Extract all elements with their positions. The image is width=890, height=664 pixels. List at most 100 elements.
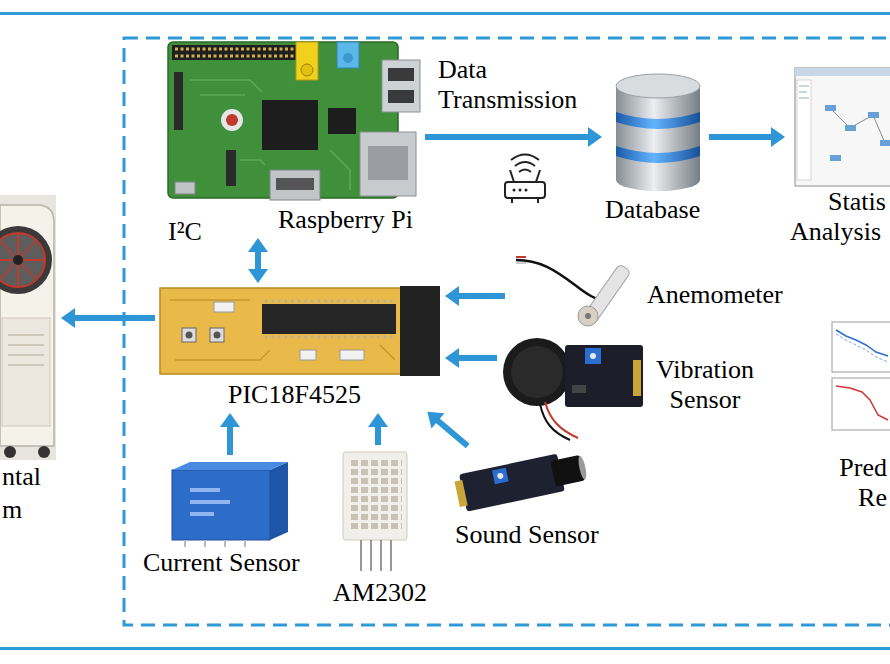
analysis-software-screenshot: [799, 86, 809, 87]
prediction-chart: [832, 322, 890, 430]
router-icon: [519, 189, 522, 192]
arrow-head: [61, 308, 75, 328]
component-caption: ntal: [2, 462, 41, 492]
current-sensor: [204, 540, 206, 547]
router-icon: [519, 170, 531, 173]
analysis-software-screenshot: [868, 112, 879, 118]
analysis-software-screenshot: [845, 125, 856, 131]
component-caption: Analysis: [790, 217, 881, 247]
pic-board: [265, 300, 394, 303]
vibration-sensor: Vibration Sensor: [500, 334, 765, 442]
pic-board: [214, 302, 234, 312]
arrow-connector: [61, 308, 155, 328]
vibration-sensor: [585, 348, 601, 364]
raspberry-pi-board: [168, 42, 420, 200]
current-sensor: [172, 462, 288, 470]
database-cylinder: [616, 74, 700, 98]
anemometer: Anemometer: [508, 252, 783, 332]
sound-sensor: [453, 449, 589, 513]
sound-sensor: [577, 455, 588, 480]
arrow-head: [220, 413, 240, 427]
pic-board: PIC18F4525: [158, 286, 442, 410]
frame-lines: [0, 12, 890, 650]
arrow-head: [368, 413, 388, 427]
sound-sensor: [459, 454, 565, 512]
raspberry-pi-board: [368, 146, 408, 180]
router-icon: [536, 170, 540, 182]
arrow-connector: [248, 238, 268, 283]
current-sensor: [172, 470, 270, 540]
current-sensor: [244, 540, 246, 547]
vibration-sensor: [540, 404, 570, 440]
component-caption: Current Sensor: [143, 548, 300, 578]
am2302-sensor: [360, 540, 362, 571]
experimental-system-photo: [8, 334, 44, 336]
analysis-software-screenshot: [880, 140, 890, 146]
current-sensor: [184, 540, 186, 547]
raspberry-pi-board: [360, 132, 416, 196]
arrow-connector: [445, 348, 497, 368]
arrow-shaft: [709, 134, 772, 140]
vibration-sensor: [633, 360, 641, 396]
raspberry-pi-board: [172, 45, 300, 60]
experimental-system-photo: [4, 446, 16, 458]
vibration-sensor: [503, 338, 571, 406]
experimental-system-photo: [38, 446, 50, 458]
arrow-head: [445, 286, 459, 306]
sound-sensor: Sound Sensor: [452, 448, 599, 550]
raspberry-pi-board: [270, 170, 320, 200]
arrow-head: [427, 412, 444, 429]
component-caption: Database: [605, 195, 700, 225]
router-icon: [505, 182, 545, 198]
raspberry-pi-board: [221, 109, 243, 131]
arrow-head: [445, 348, 459, 368]
raspberry-pi-board: [388, 90, 414, 103]
pic-board: [186, 332, 193, 339]
analysis-software-screenshot: [830, 155, 841, 161]
component-caption: Raspberry Pi: [278, 205, 413, 235]
am2302-sensor: [370, 540, 372, 571]
component-caption: Sound Sensor: [455, 520, 599, 550]
arrow-head: [248, 269, 268, 283]
arrow-shaft: [74, 315, 155, 321]
experimental-system-photo: [8, 354, 44, 356]
am2302-sensor: [390, 540, 392, 571]
sound-sensor: [454, 480, 467, 507]
router-icon: [515, 162, 535, 166]
prediction-chart: [836, 330, 888, 356]
database-cylinder: [616, 74, 700, 191]
pic-board: [300, 350, 316, 360]
analysis-software-screenshot: [799, 98, 809, 99]
raspberry-pi-board: [174, 72, 183, 130]
arrow-connector: [220, 413, 240, 455]
experimental-system-photo: [0, 226, 52, 294]
raspberry-pi-board: [328, 108, 356, 134]
analysis-software-screenshot: [830, 108, 885, 143]
experimental-system-photo: [0, 195, 56, 460]
prediction-chart: [832, 378, 890, 430]
vibration-sensor: [545, 402, 578, 438]
router-icon: [513, 189, 516, 192]
database-cylinder: [616, 146, 700, 163]
pic-board: [265, 336, 394, 339]
pic-board: [210, 328, 224, 342]
frame-lines: [0, 647, 890, 650]
router-icon: [510, 170, 514, 182]
router-icon: [505, 155, 545, 204]
analysis-software-screenshot: [795, 68, 890, 76]
arrow-shaft: [458, 355, 497, 361]
arrow-shaft: [255, 251, 261, 270]
arrow-shaft: [227, 426, 233, 455]
raspberry-pi-board: [226, 150, 236, 186]
statistical-analysis: StatisAnalysis: [788, 64, 890, 247]
database: Database: [605, 70, 706, 225]
experimental-system-photo: [0, 233, 45, 287]
router-icon: [525, 189, 528, 192]
experimental-system-photo: [8, 364, 44, 366]
experimental-system-photo: [2, 318, 50, 426]
arrow-head: [588, 127, 602, 147]
frame-lines: [124, 38, 890, 625]
sound-sensor: [497, 472, 504, 479]
current-sensor: [190, 512, 214, 516]
raspberry-pi-board: [226, 114, 238, 126]
